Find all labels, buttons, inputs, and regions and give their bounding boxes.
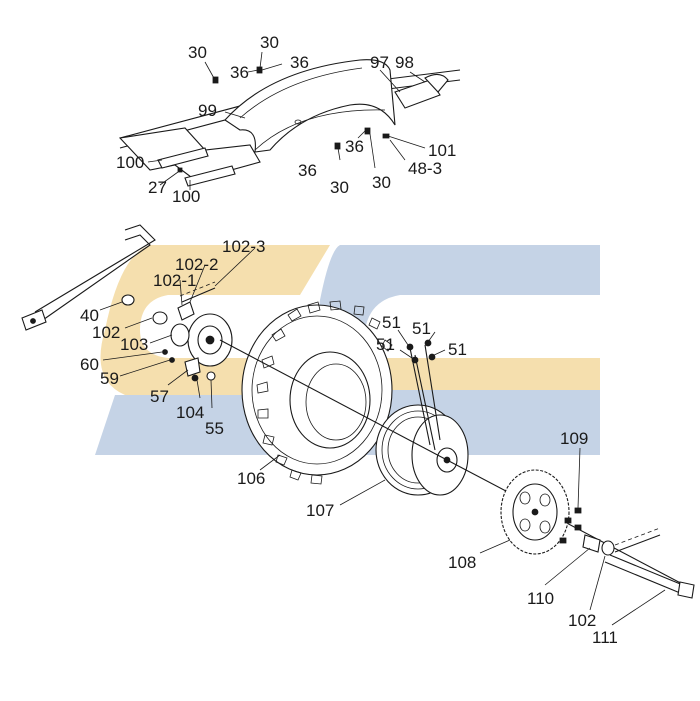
callout-36-top: 36: [290, 53, 309, 72]
spacer-40: [121, 294, 135, 306]
callout-102-2: 102-2: [175, 255, 218, 274]
callout-36-mid: 36: [298, 161, 317, 180]
callout-59: 59: [100, 369, 119, 388]
callout-100-bottom: 100: [172, 187, 200, 206]
callout-36-right: 36: [345, 137, 364, 156]
clamp-part: [424, 73, 449, 93]
callout-102-right: 102: [568, 611, 596, 630]
tire-tread-ring: [251, 315, 383, 465]
sprocket-hole-4: [539, 520, 551, 534]
tire-106: [241, 300, 393, 485]
nut-104: [191, 374, 199, 382]
slot-bracket-1: [157, 147, 209, 169]
fender-inner-edge: [239, 67, 386, 151]
callout-104: 104: [176, 403, 204, 422]
threaded-rod-right-solid: [614, 534, 661, 553]
lug-bolt-1: [406, 343, 414, 351]
callout-51-b: 51: [412, 319, 431, 338]
callout-48-3: 48-3: [408, 159, 442, 178]
callout-labels: 30 30 36 36 97 98 99 36 101 48-3 30 36 3…: [80, 33, 618, 647]
callout-102-1: 102-1: [153, 271, 196, 290]
tire-bore: [305, 363, 367, 441]
bearing-102-right: [601, 540, 615, 556]
callout-108: 108: [448, 553, 476, 572]
tire-tread-blocks: [256, 300, 393, 485]
swing-arm-bolt: [30, 318, 36, 324]
fender-hole: [294, 119, 302, 125]
sprocket-hole-1: [519, 491, 531, 505]
callout-97: 97: [370, 53, 389, 72]
callout-30-top: 30: [260, 33, 279, 52]
threaded-rod-102-3: [179, 281, 216, 297]
callout-110: 110: [527, 589, 554, 608]
tire-sidewall: [289, 351, 371, 449]
bolt-36-a: [334, 142, 341, 150]
callout-30-mid: 30: [330, 178, 349, 197]
bolt-30-a: [212, 76, 219, 84]
sprocket-bolts-109: [559, 507, 582, 544]
callout-100-left: 100: [116, 153, 144, 172]
lug-bolts: [406, 339, 441, 451]
threaded-rod: [181, 287, 216, 303]
swing-arm: [21, 224, 156, 331]
callout-99: 99: [198, 101, 217, 120]
sprocket-hole-2: [539, 493, 551, 507]
callout-30-right: 30: [372, 173, 391, 192]
callout-111: 111: [592, 628, 618, 647]
callout-98: 98: [395, 53, 414, 72]
washer-27: [177, 167, 183, 173]
callout-51-c: 51: [376, 335, 395, 354]
callout-51-a: 51: [382, 313, 401, 332]
fender-assembly: [118, 59, 461, 187]
bolt-59: [169, 357, 175, 363]
lug-bolt-2: [424, 339, 432, 347]
callout-103: 103: [120, 335, 148, 354]
threaded-rod-right: [614, 527, 661, 546]
callout-109: 109: [560, 429, 588, 448]
spacer-102: [152, 311, 168, 325]
callout-36-top-left: 36: [230, 63, 249, 82]
callout-57: 57: [150, 387, 169, 406]
callout-101: 101: [428, 141, 456, 160]
mounting-bracket: [394, 79, 441, 109]
leader-lines: [99, 51, 666, 626]
callout-102-3: 102-3: [222, 237, 265, 256]
sprocket-hole-3: [519, 518, 531, 532]
brake-hub-center: [205, 335, 215, 345]
sprocket-center: [531, 508, 539, 516]
bolt-60: [162, 349, 168, 355]
callout-51-d: 51: [448, 340, 467, 359]
callout-102-left: 102: [92, 323, 120, 342]
callout-106: 106: [237, 469, 265, 488]
bolt-36-b: [364, 127, 371, 135]
slot-bracket-2: [184, 165, 236, 187]
callout-107: 107: [306, 501, 334, 520]
callout-55: 55: [205, 419, 224, 438]
axle-nut: [677, 581, 695, 599]
callout-30-top-left: 30: [188, 43, 207, 62]
caliper-57: [184, 357, 201, 377]
fender: [224, 59, 396, 153]
sprocket-108: [500, 469, 570, 555]
swing-arm-tube: [34, 224, 156, 323]
flange-103: [170, 323, 190, 347]
bolt-55: [206, 371, 216, 381]
axle-111: [604, 554, 691, 596]
callout-27: 27: [148, 178, 167, 197]
lug-bolt-3: [411, 356, 419, 364]
callout-60: 60: [80, 355, 99, 374]
bearing-102-1: [177, 301, 195, 321]
callout-40: 40: [80, 306, 99, 325]
brake-hub-assembly: [121, 281, 233, 382]
spacer-110: [582, 534, 601, 553]
